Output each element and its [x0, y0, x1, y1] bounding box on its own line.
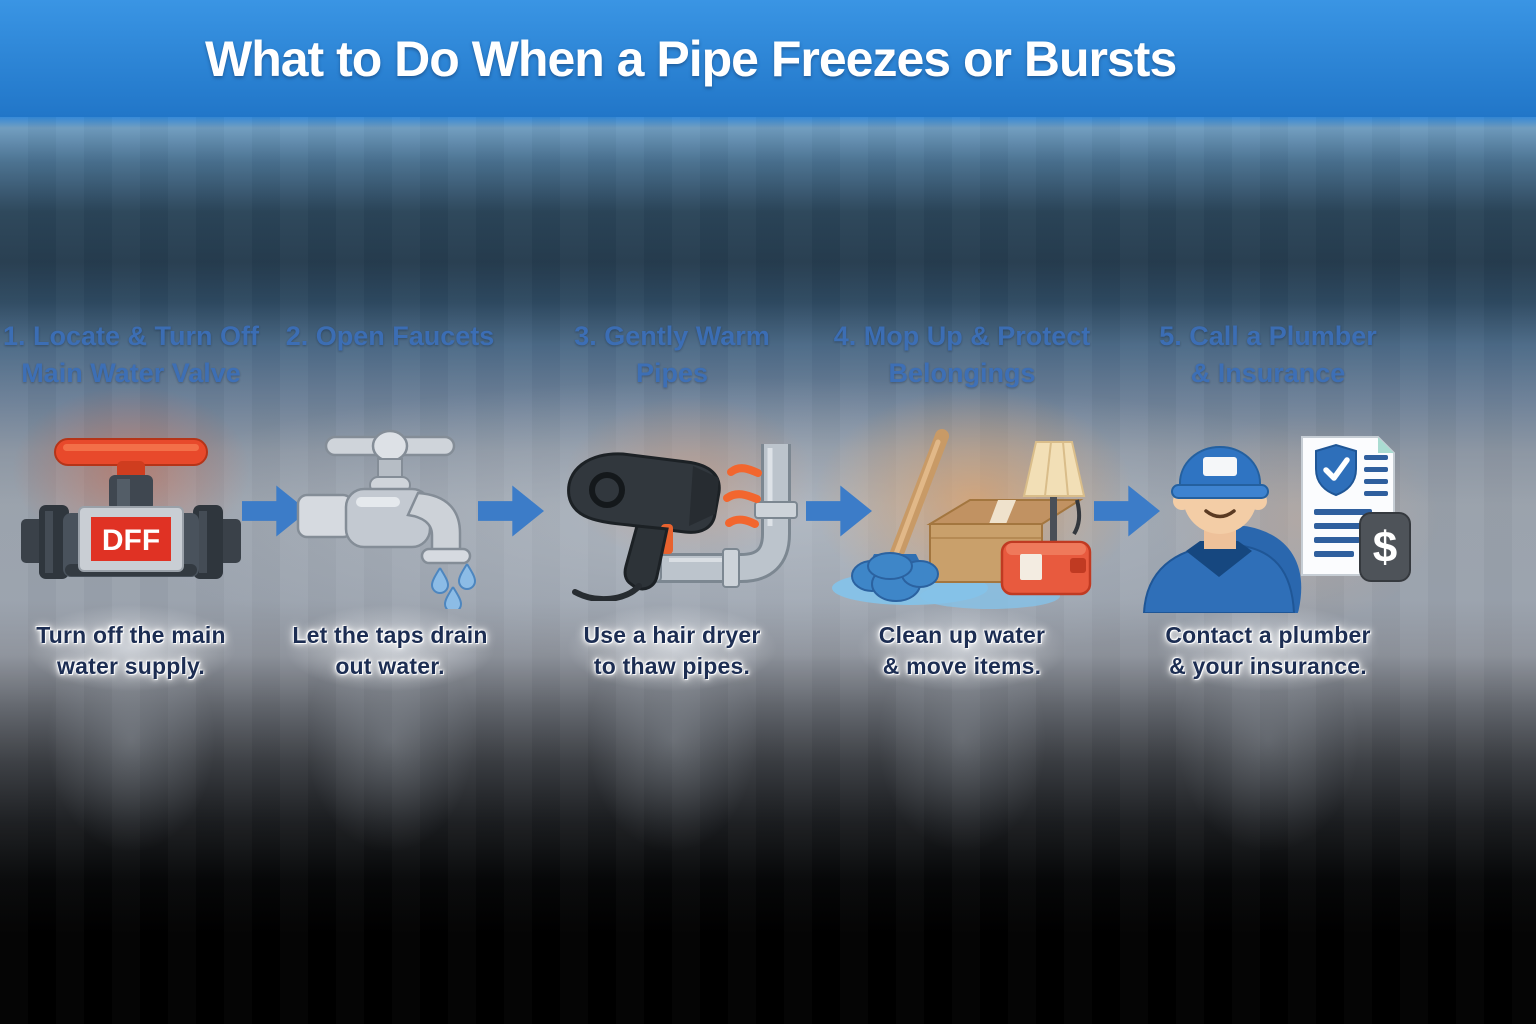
step-1-icon-wrap: DFF — [21, 410, 241, 616]
step-2-open-faucets: 2. Open Faucets — [264, 318, 516, 738]
valve-off-label: DFF — [102, 524, 160, 557]
step-1-caption: Turn off the main water supply. — [36, 622, 226, 680]
step-5-icon-wrap: $ — [1126, 410, 1411, 616]
storage-bin-icon — [1000, 540, 1091, 595]
faucet-body — [296, 429, 472, 565]
plumber-and-insurance-icon: $ — [1142, 436, 1411, 613]
plumber-avatar — [1142, 446, 1295, 613]
valve-off-badge — [91, 517, 171, 561]
step-2-heading: 2. Open Faucets — [285, 321, 495, 351]
step-4-heading: 4. Mop Up & Protect Belongings — [833, 321, 1091, 389]
title-bar: What to Do When a Pipe Freezes or Bursts — [0, 0, 1536, 117]
hair-dryer-warming-pipe-icon — [566, 443, 798, 601]
step-4-caption: Clean up water & move items. — [878, 622, 1046, 680]
dollar-sign-label: $ — [1372, 523, 1396, 572]
step-3-icon-wrap — [545, 410, 800, 616]
heat-waves-icon — [722, 463, 762, 528]
step-5-caption: Contact a plumber & your insurance. — [1165, 622, 1371, 680]
pipe-flanges — [21, 505, 241, 579]
water-drops-icon — [430, 563, 477, 609]
step-5-heading: 5. Call a Plumber & Insurance — [1159, 321, 1377, 389]
step-5-call-plumber: 5. Call a Plumber & Insurance — [1126, 318, 1411, 738]
dripping-faucet-icon — [296, 429, 477, 609]
step-1-locate-valve: 1. Locate & Turn Off Main Water Valve — [0, 318, 262, 738]
valve-handle — [54, 438, 208, 481]
step-3-caption: Use a hair dryer to thaw pipes. — [583, 622, 761, 680]
shield-check-icon — [1314, 443, 1357, 497]
dollar-badge-icon: $ — [1358, 512, 1411, 582]
step-1-heading: 1. Locate & Turn Off Main Water Valve — [2, 321, 259, 389]
mop-box-lamp-bin-icon — [831, 428, 1091, 609]
step-3-warm-pipes: 3. Gently Warm Pipes — [536, 318, 808, 738]
step-2-caption: Let the taps drain out water. — [292, 622, 488, 680]
hair-dryer-icon — [566, 451, 721, 601]
step-4-mop-up: 4. Mop Up & Protect Belongings — [828, 318, 1096, 738]
mop-icon — [850, 428, 949, 602]
page-title: What to Do When a Pipe Freezes or Bursts — [205, 30, 1177, 87]
step-2-icon-wrap — [290, 410, 490, 616]
step-4-icon-wrap — [830, 410, 1095, 616]
water-shutoff-valve-icon: DFF — [21, 438, 241, 579]
document-text-lines — [1313, 455, 1388, 557]
step-3-heading: 3. Gently Warm Pipes — [574, 321, 770, 389]
lamp-icon — [1022, 440, 1085, 548]
